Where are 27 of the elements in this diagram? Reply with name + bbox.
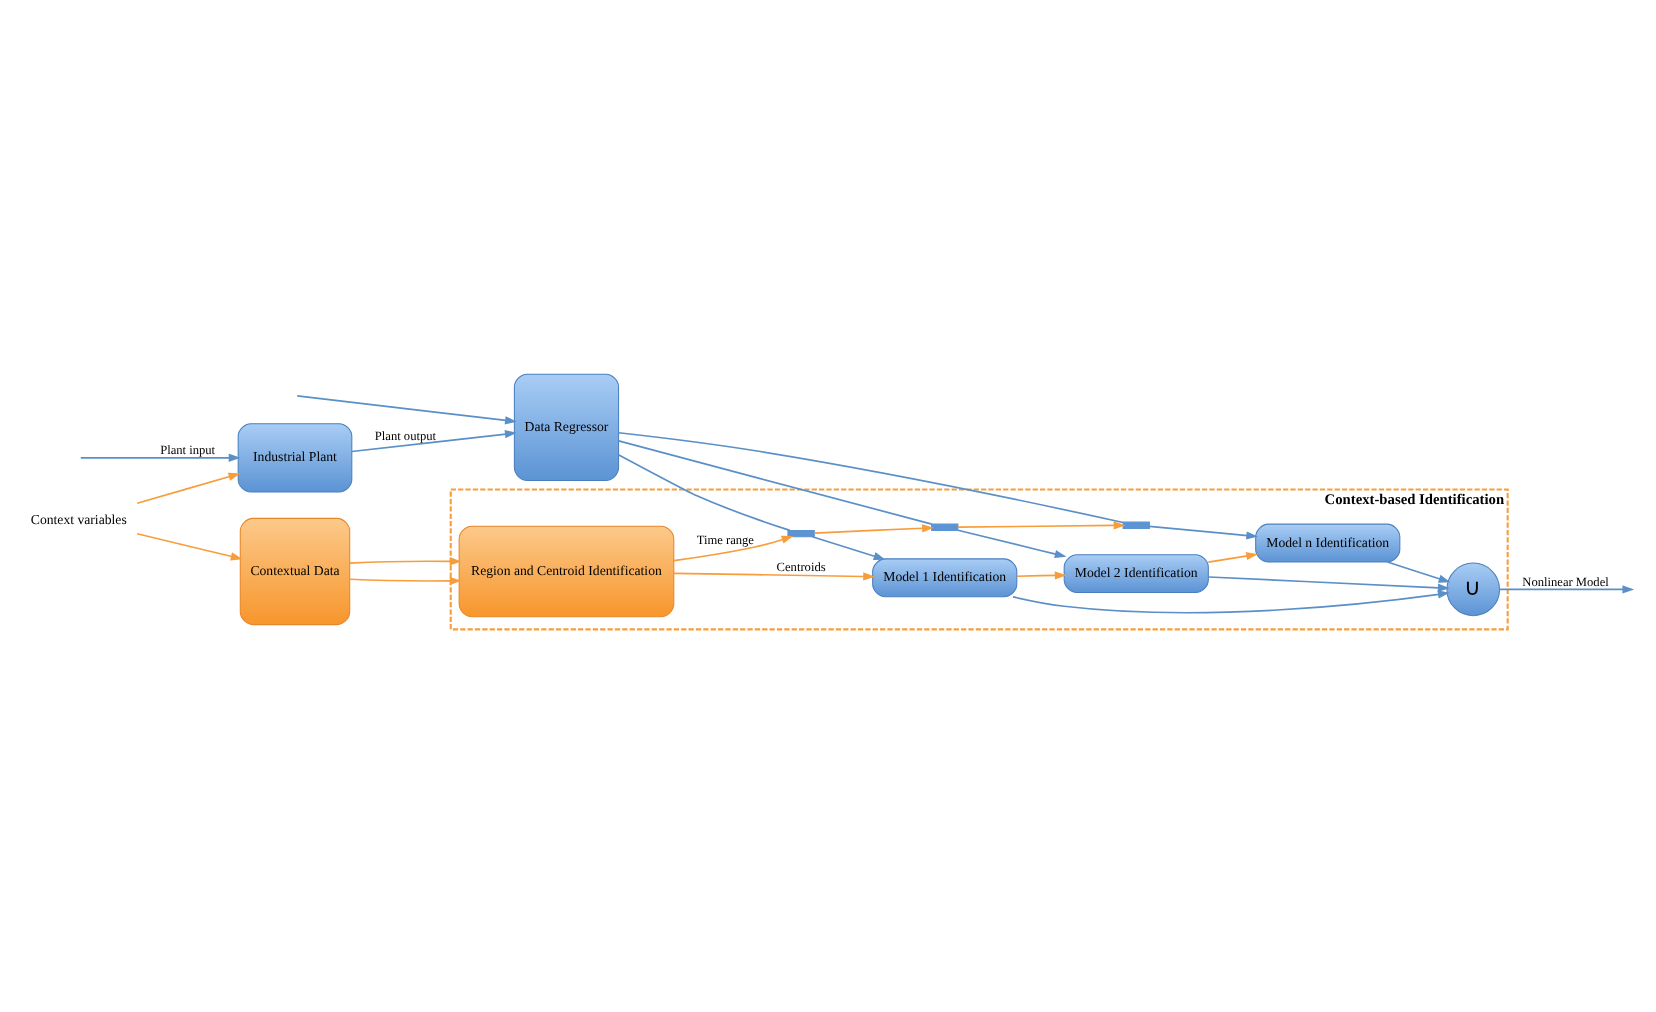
node-switch (787, 529, 815, 538)
connector (617, 440, 933, 525)
arrow (673, 535, 794, 562)
node-circle: ∪ (1446, 562, 1501, 617)
arrow (351, 430, 517, 453)
arrow (1207, 576, 1450, 592)
arrow (811, 535, 886, 561)
node-switch (931, 523, 959, 531)
node-switch (1122, 521, 1150, 529)
arrow (813, 524, 934, 534)
arrow (1016, 571, 1067, 580)
arrow (1148, 525, 1259, 540)
arrow (1207, 551, 1259, 563)
arrow (296, 395, 517, 425)
arrow (1012, 590, 1450, 614)
arrow (349, 576, 462, 585)
arrow (957, 529, 1067, 559)
arrow (136, 472, 241, 505)
connector (618, 454, 791, 532)
arrow (79, 453, 241, 462)
arrow (1386, 561, 1451, 583)
arrow (349, 557, 462, 566)
arrow (672, 572, 875, 581)
arrow (957, 521, 1126, 530)
arrow (1498, 585, 1635, 594)
arrow (136, 532, 243, 561)
connector (617, 431, 1124, 524)
